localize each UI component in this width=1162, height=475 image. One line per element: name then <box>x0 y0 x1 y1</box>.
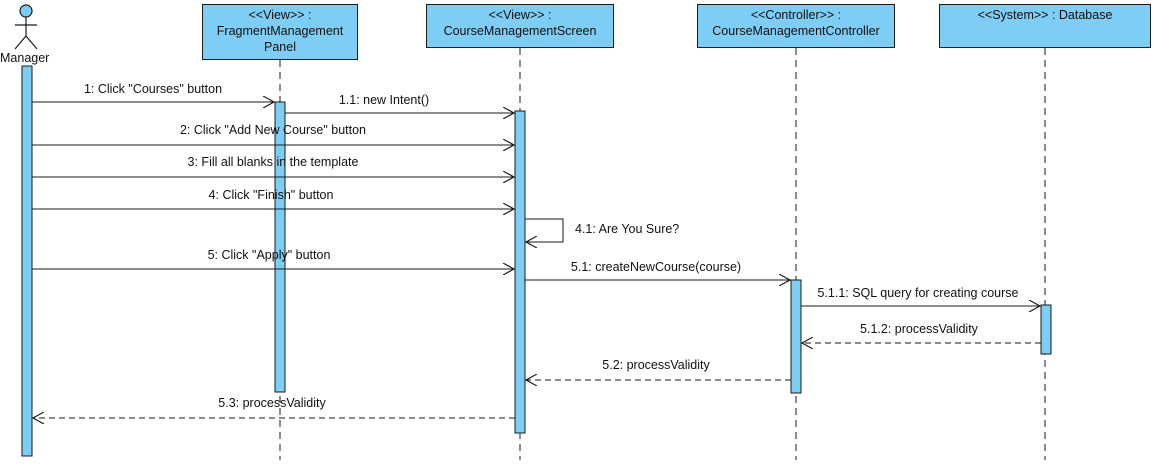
message-label-5-1-2: 5.1.2: processValidity <box>860 322 979 336</box>
lifeline-header-database: <<System>> : Database <box>939 4 1151 48</box>
stereotype-label: <<Controller>> : <box>750 8 842 22</box>
lifeline-name: <<System>> : Database <box>977 8 1113 22</box>
activation-bar-course-management-screen <box>514 110 526 434</box>
stereotype-label: <<View>> : <box>248 8 312 22</box>
lifeline-name-cont: Panel <box>264 40 296 54</box>
message-label-5: 5: Click "Apply" button <box>208 248 331 262</box>
lifeline-name: CourseManagementScreen <box>443 24 597 38</box>
message-label-5-1: 5.1: createNewCourse(course) <box>571 260 741 274</box>
lifeline-header-course-management-screen: <<View>> : CourseManagementScreen <box>426 4 614 48</box>
message-label-5-2: 5.2: processValidity <box>602 358 710 372</box>
message-label-2: 2: Click "Add New Course" button <box>180 123 366 137</box>
message-label-4: 4: Click "Finish" button <box>209 188 334 202</box>
actor-icon <box>14 4 38 50</box>
lifeline-name: FragmentManagement <box>216 24 344 38</box>
message-label-4-1: 4.1: Are You Sure? <box>575 222 679 236</box>
stereotype-label: <<View>> : <box>488 8 552 22</box>
actor-name-manager: Manager <box>0 51 50 65</box>
message-label-3: 3: Fill all blanks in the template <box>188 155 359 169</box>
message-label-1-1: 1.1: new Intent() <box>339 93 429 107</box>
message-label-1: 1: Click "Courses" button <box>84 82 222 96</box>
message-label-5-3: 5.3: processValidity <box>218 396 326 410</box>
activation-bar-course-management-controller <box>790 279 802 394</box>
lifeline-name: CourseManagementController <box>712 24 880 38</box>
activation-bar-fragment-management-panel <box>274 101 286 393</box>
lifeline-header-fragment-management-panel: <<View>> : FragmentManagement Panel <box>202 4 358 60</box>
lifeline-header-course-management-controller: <<Controller>> : CourseManagementControl… <box>697 4 895 48</box>
message-arrow-4-1-self <box>525 218 564 242</box>
activation-bar-database <box>1040 304 1052 355</box>
message-label-5-1-1: 5.1.1: SQL query for creating course <box>817 286 1018 300</box>
activation-bar-manager <box>21 65 33 457</box>
